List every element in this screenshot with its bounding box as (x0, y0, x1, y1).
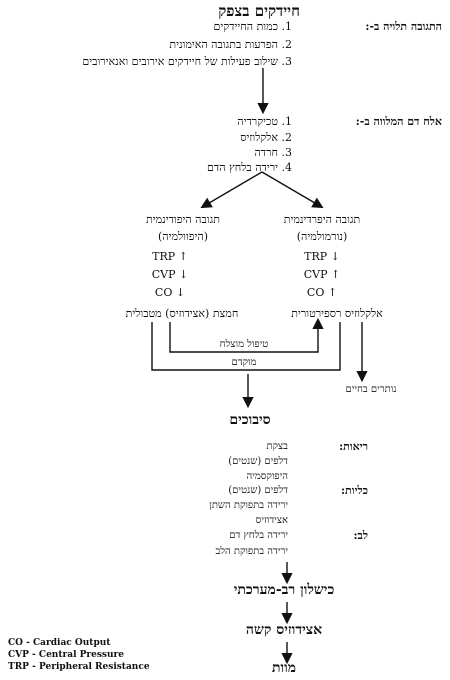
section1-item: 3. שילוב פעילות של חיידקים אירובים ואנאי… (82, 55, 292, 68)
legend-cvp: CVP - Central Pressure (8, 650, 125, 660)
heart-label: לב: (353, 529, 368, 542)
legend-co: CO - Cardiac Output (8, 638, 111, 648)
diagram-title: חיידקים בצפק (218, 2, 300, 20)
hyperdynamic-trp-arrow-icon: ↓ (330, 250, 340, 263)
hyperdynamic-title: תגובה היפרדינמית (283, 213, 361, 226)
section2-item: 4. ירידה בלחץ הדם (207, 161, 292, 174)
hyperdynamic-co-label: CO (306, 286, 325, 299)
successful-treatment-label: טיפול מוצלח (219, 339, 269, 350)
section1-item: 1. כמות החיידקים (213, 20, 292, 33)
legend-trp: TRP - Peripheral Resistance (8, 662, 150, 672)
hyperdynamic-cvp-arrow-icon: ↑ (331, 268, 341, 281)
early-label: מוקדם (231, 357, 257, 368)
hyperdynamic-co-arrow-icon: ↑ (327, 286, 338, 299)
arrow-to-hyperdynamic (261, 171, 324, 209)
lungs-item: דלפים (שנטים) (228, 456, 288, 467)
heart-item: ירידה בלחץ דם (229, 530, 288, 541)
respiratory-alkalosis: אלקלוזיס רספירטורית (291, 307, 383, 320)
section1-item: 2. הפרעות בתגובה האימונית (169, 38, 292, 51)
hyperdynamic-cvp-label: CVP (303, 268, 328, 281)
section2-item: 1. טכיקרדיה (237, 115, 292, 128)
heart-item: ירידה בתפוקת הלב (215, 546, 289, 557)
loop-successful-treatment (169, 317, 324, 353)
hyperdynamic-trp-label: TRP (304, 250, 328, 263)
complications-heading: סיבוכים (229, 412, 271, 428)
section2-item: 2. אלקלוזיס (240, 131, 292, 144)
section1-heading: התגובה תלויה ב-: (365, 20, 442, 33)
lungs-label: ריאות: (339, 440, 368, 453)
arrow-to-hypodynamic (200, 171, 263, 209)
hypodynamic-co-label: CO (154, 286, 173, 299)
hypodynamic-title: תגובה היפודינמית (146, 213, 220, 226)
loop-early (151, 322, 341, 371)
hypodynamic-cvp-label: CVP (151, 268, 176, 281)
kidneys-item: אצידוזיס (255, 515, 288, 526)
hypodynamic-subtitle: (היפוולמיה) (157, 230, 209, 243)
survivors-label: נותרים בחיים (345, 384, 397, 395)
hypodynamic-trp-arrow-icon: ↑ (178, 250, 188, 263)
multi-organ-failure: כישלון רב-מערכתי (233, 582, 335, 598)
hypodynamic-co-arrow-icon: ↓ (175, 286, 186, 299)
kidneys-label: כליות: (341, 484, 368, 497)
kidneys-item: דלפים (שנטים) (228, 485, 288, 496)
death: מוות (271, 660, 297, 676)
metabolic-acidosis: חמצת (אצידוזיס) מטבולית (125, 307, 239, 320)
hypodynamic-cvp-arrow-icon: ↓ (179, 268, 189, 281)
lungs-item: בצקת (266, 441, 288, 452)
section2-item: 3. חרדה (254, 146, 292, 159)
hyperdynamic-subtitle: (נורמולמיה) (296, 230, 348, 243)
section2-heading: אלח דם המלווה ב-: (355, 115, 442, 128)
lungs-item: היפוקסמיה (246, 471, 288, 482)
kidneys-item: ירידה בתפוקת השתן (209, 500, 288, 511)
severe-acidosis: אצידוזיס קשה (245, 622, 323, 638)
hypodynamic-trp-label: TRP (152, 250, 176, 263)
